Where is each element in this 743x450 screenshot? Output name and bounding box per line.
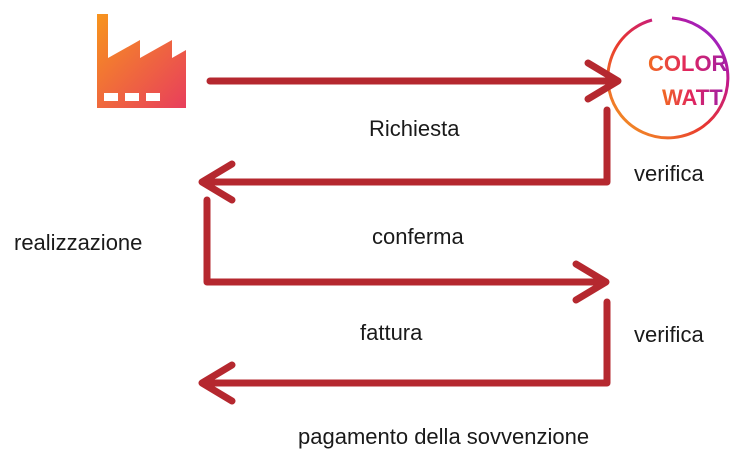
arrow-verifica-1 [198, 106, 611, 204]
arrow-verifica-2 [198, 298, 611, 405]
step-label-verifica-2: verifica [634, 322, 704, 347]
colorwatt-logo: COLOR WATT [606, 0, 730, 140]
step-label-pagamento: pagamento della sovvenzione [298, 424, 590, 449]
arrow-richiesta [206, 59, 622, 103]
arrow-conferma [203, 196, 610, 304]
step-label-richiesta: Richiesta [369, 116, 460, 141]
step-label-verifica-1: verifica [634, 161, 704, 186]
logo-line-2: WATT [662, 85, 723, 110]
step-label-realizzazione: realizzazione [14, 230, 143, 255]
step-label-fattura: fattura [360, 320, 423, 345]
step-label-conferma: conferma [372, 224, 464, 249]
logo-line-1: COLOR [648, 51, 728, 76]
factory-icon [97, 14, 186, 108]
